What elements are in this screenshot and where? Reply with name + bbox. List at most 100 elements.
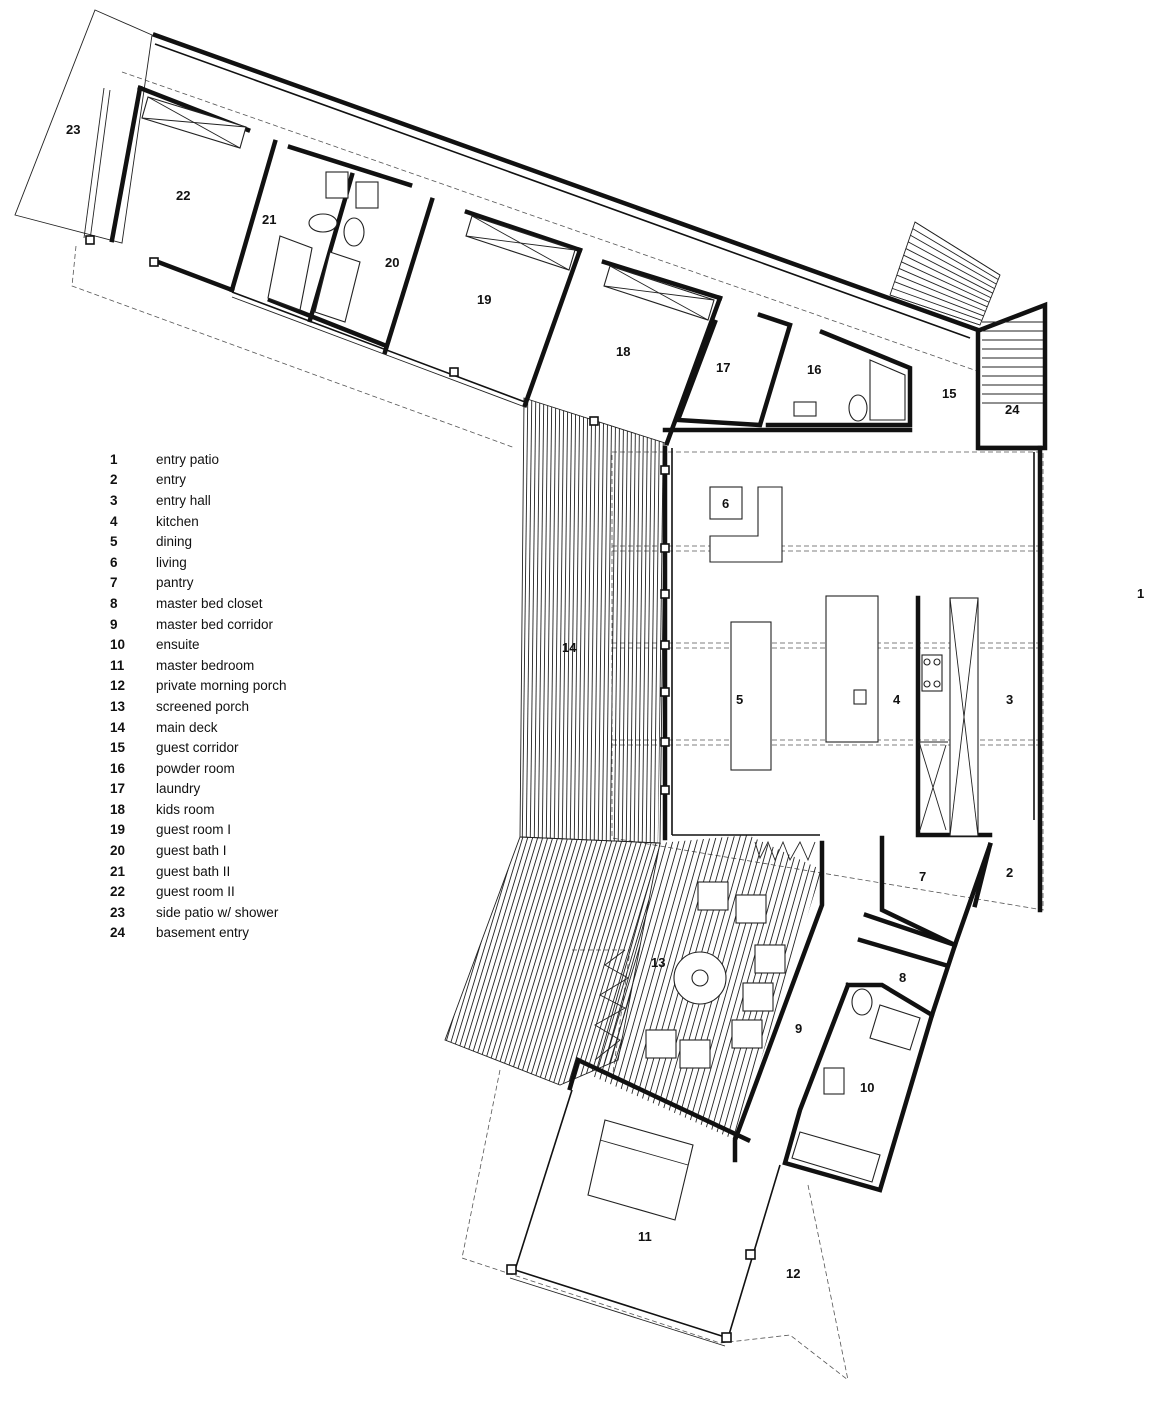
- porch-board: [771, 835, 822, 1140]
- ensuite-bathtub: [791, 1131, 881, 1183]
- baths-south-wall: [267, 297, 387, 348]
- room-22-west-window: [89, 89, 111, 241]
- deck-board: [541, 398, 549, 843]
- legend-number: 12: [110, 678, 126, 694]
- deck-board: [524, 837, 606, 1085]
- guest-wing-details: [83, 87, 1043, 426]
- bedroom-11-south-glazing: [514, 1269, 729, 1339]
- legend-number: 15: [110, 740, 126, 756]
- toilet-21: [308, 213, 338, 233]
- stair-tread: [901, 261, 990, 303]
- deck-board: [625, 398, 633, 843]
- room-number-16: 16: [807, 362, 821, 377]
- screened-porch-boards: [590, 835, 822, 1140]
- deck-board: [605, 398, 613, 843]
- legend-number: 11: [110, 657, 125, 673]
- sink-20: [355, 181, 379, 209]
- deck-board: [581, 398, 589, 843]
- deck-board: [537, 398, 545, 843]
- post: [660, 737, 670, 747]
- guest-wing-dashed-line: [71, 245, 516, 449]
- post: [660, 465, 670, 475]
- legend-label: private morning porch: [156, 678, 287, 694]
- stair-tread: [914, 221, 1001, 276]
- deck-board: [641, 398, 649, 843]
- legend-number: 6: [110, 554, 118, 570]
- deck-board: [629, 398, 637, 843]
- post: [721, 1332, 732, 1343]
- porch-board: [693, 835, 785, 1140]
- room-number-1: 1: [1137, 586, 1144, 601]
- wall-20-19: [382, 197, 435, 355]
- deck-board: [445, 837, 511, 1085]
- legend-item: 24 basement entry: [110, 923, 370, 944]
- deck-board: [633, 398, 641, 843]
- porch-12-dashed-line: [807, 1184, 849, 1381]
- ensuite-walls: [782, 982, 935, 1193]
- deck-board: [593, 398, 601, 843]
- cabinet-x: [919, 744, 947, 831]
- deck-board: [489, 837, 571, 1085]
- room-19-north-wall: [464, 209, 583, 253]
- deck-board: [579, 837, 660, 1085]
- main-hall-furniture: [709, 486, 979, 837]
- legend-label: master bed corridor: [156, 616, 274, 632]
- room-number-14: 14: [562, 640, 577, 655]
- basement-stair-treads: [982, 321, 1043, 404]
- kitchen-island: [825, 595, 879, 743]
- porch-board: [590, 835, 665, 1140]
- pantry-walls: [879, 835, 993, 949]
- exterior-stair: [889, 221, 1001, 326]
- sink-21: [325, 171, 349, 199]
- post: [660, 640, 670, 650]
- deck-board: [445, 837, 501, 1085]
- deck-board: [474, 837, 556, 1085]
- burner: [923, 658, 931, 666]
- guest-south-glazing-2: [231, 296, 526, 408]
- porch-chair: [731, 1019, 763, 1049]
- room-number-17: 17: [716, 360, 730, 375]
- legend-number: 21: [110, 863, 126, 879]
- deck-board: [554, 837, 636, 1085]
- porch-board: [687, 835, 779, 1140]
- post: [660, 543, 670, 553]
- master-bed: [587, 1119, 694, 1221]
- post: [149, 257, 159, 267]
- deck-board: [561, 398, 569, 843]
- bathtub-20: [314, 251, 361, 323]
- deck-board: [509, 837, 591, 1085]
- room-number-10: 10: [860, 1080, 874, 1095]
- deck-board: [573, 398, 581, 843]
- shower-16: [869, 359, 906, 421]
- legend-label: basement entry: [156, 925, 250, 941]
- legend-number: 20: [110, 843, 126, 859]
- deck-board: [459, 837, 541, 1085]
- deck-board: [645, 398, 653, 843]
- deck-board: [577, 398, 585, 843]
- closet-x: [465, 235, 576, 251]
- porch-13-south-wall: [567, 1056, 751, 1143]
- stair-tread: [896, 274, 986, 312]
- legend-number: 24: [110, 925, 126, 941]
- legend-label: kitchen: [156, 513, 199, 529]
- deck-board: [549, 398, 557, 843]
- legend-number: 3: [110, 492, 118, 508]
- master-wing-dashed-outline: [461, 1069, 849, 1381]
- legend-label: guest bath II: [156, 863, 231, 879]
- deck-board: [469, 837, 551, 1085]
- deck-board: [637, 398, 645, 843]
- deck-board: [649, 398, 657, 843]
- deck-board: [569, 837, 651, 1085]
- room-number-19: 19: [477, 292, 491, 307]
- legend-number: 7: [110, 575, 118, 591]
- legend-label: entry hall: [156, 492, 211, 508]
- wall-21-20: [307, 172, 355, 323]
- stair-tread: [907, 241, 995, 290]
